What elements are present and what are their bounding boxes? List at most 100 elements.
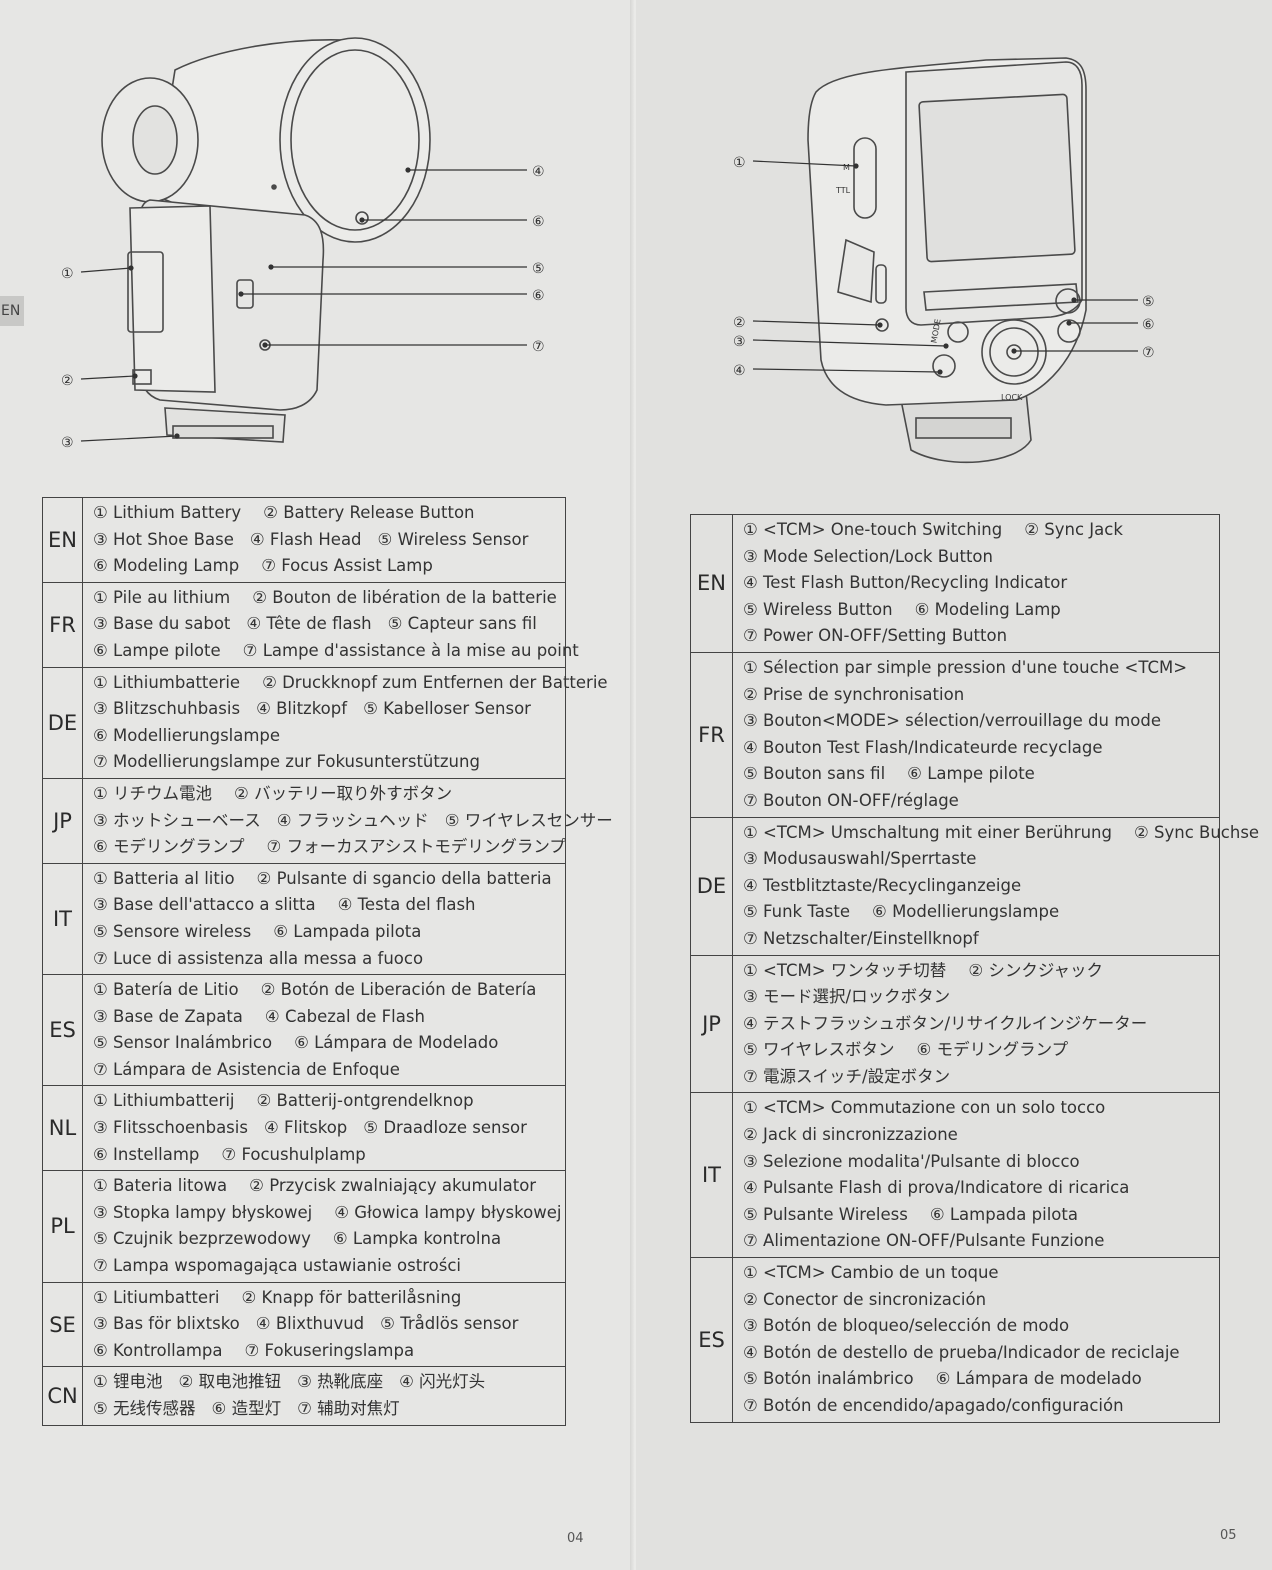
language-code: FR	[690, 651, 733, 818]
callout-5: ⑤	[532, 261, 545, 277]
part-item: ② Sync Buchse	[1133, 822, 1260, 842]
part-item: ① <TCM> Cambio de un toque	[743, 1263, 999, 1283]
part-item: ④ Cabezal de Flash	[264, 1006, 425, 1026]
part-item: ③ Modusauswahl/Sperrtaste	[743, 849, 977, 869]
page-number-right: 05	[1220, 1528, 1237, 1543]
part-item: ⑥ Lampada pilota	[273, 921, 422, 941]
part-line: ③ Stopka lampy błyskowej ④ Głowica lampy …	[93, 1200, 565, 1227]
part-item: ② Conector de sincronización	[743, 1289, 987, 1309]
language-code: ES	[690, 1257, 733, 1423]
part-item: ② Druckknopf zum Entfernen der Batterie	[262, 672, 608, 692]
part-line: ④ Test Flash Button/Recycling Indicator	[743, 570, 1219, 597]
part-item: ① <TCM> ワンタッチ切替	[743, 960, 947, 980]
callout-7: ⑦	[532, 339, 545, 355]
part-item: ⑥ Lampe pilote	[93, 640, 221, 660]
part-item: ⑦ 電源スイッチ/設定ボタン	[743, 1066, 951, 1086]
part-line: ⑦ Bouton ON-OFF/réglage	[743, 788, 1219, 815]
part-item: ① Lithium Battery	[93, 503, 242, 522]
part-item: ④ Blitzkopf	[256, 699, 348, 719]
part-item: ⑤ Sensore wireless	[93, 921, 252, 941]
part-item: ③ Base dell'attacco a slitta	[93, 895, 316, 915]
part-item: ⑥ Lampka kontrolna	[332, 1229, 502, 1249]
part-line: ② Jack di sincronizzazione	[743, 1122, 1219, 1149]
part-item: ① Lithiumbatterij	[93, 1091, 235, 1111]
part-item: ② Sync Jack	[1024, 520, 1123, 539]
part-item: ⑤ Bouton sans fil	[743, 764, 886, 784]
part-item: ③ Bas för blixtsko	[93, 1314, 240, 1334]
part-item: ① <TCM> One-touch Switching	[743, 520, 1003, 539]
part-item: ⑥ Modellierungslampe	[93, 725, 281, 745]
label-ttl: TTL	[835, 186, 851, 195]
callout-r7: ⑦	[1142, 345, 1155, 361]
part-item: ⑥ Instellamp	[93, 1144, 200, 1164]
part-item: ③ Stopka lampy błyskowej	[93, 1202, 313, 1222]
callout-4: ④	[532, 164, 545, 180]
label-lock: LOCK	[1001, 393, 1023, 402]
part-item: ⑥ Lámpara de Modelado	[294, 1033, 499, 1053]
part-item: ② 取电池推钮	[178, 1372, 282, 1392]
part-item: ③ Flitsschoenbasis	[93, 1118, 248, 1138]
page-number-left: 04	[567, 1531, 584, 1546]
part-item: ③ ホットシューベース	[93, 810, 261, 830]
language-code: SE	[42, 1281, 83, 1368]
part-line: ③ Bouton<MODE> sélection/verrouillage du…	[743, 708, 1219, 735]
part-item: ⑦ Botón de encendido/apagado/configuraci…	[743, 1396, 1124, 1415]
callout-r1: ①	[733, 155, 746, 171]
part-item: ⑤ Capteur sans fil	[387, 614, 537, 634]
part-item: ① Sélection par simple pression d'une to…	[743, 657, 1188, 677]
part-item: ② バッテリー取り外すボタン	[234, 783, 453, 803]
part-list: ① Lithiumbatterie ② Druckknopf zum Entfer…	[82, 666, 608, 779]
left-page: EN	[0, 37, 613, 1546]
part-item: ⑤ Trådlös sensor	[380, 1314, 519, 1334]
language-code: CN	[42, 1366, 83, 1426]
part-line: ⑦ 電源スイッチ/設定ボタン	[743, 1064, 1219, 1091]
part-item: ① Lithiumbatterie	[93, 672, 241, 692]
part-item: ① Batería de Litio	[93, 980, 239, 1000]
callout-r6: ⑥	[1142, 317, 1155, 333]
callout-6: ⑥	[532, 288, 545, 304]
part-item: ⑥ Kontrollampa	[93, 1340, 223, 1360]
flash-front-diagram: ① ② ③ ④ ⑥ ⑤ ⑥ ⑦	[61, 37, 545, 451]
part-item: ③ Blitzschuhbasis	[93, 699, 241, 719]
part-item: ⑦ Netzschalter/Einstellknopf	[743, 928, 979, 948]
part-item: ② Pulsante di sgancio della batteria	[256, 868, 552, 888]
part-line: ① <TCM> Cambio de un toque	[743, 1260, 1219, 1287]
part-line: ④ Bouton Test Flash/Indicateurde recycla…	[743, 735, 1219, 762]
callout-6-top: ⑥	[532, 214, 545, 230]
part-item: ③ Selezione modalita'/Pulsante di blocco	[743, 1151, 1080, 1171]
part-item: ③ Base de Zapata	[93, 1006, 243, 1026]
language-code: NL	[42, 1085, 83, 1172]
part-item: ④ Bouton Test Flash/Indicateurde recycla…	[743, 737, 1103, 757]
part-item: ④ Głowica lampy błyskowej	[334, 1202, 562, 1222]
part-item: ② Batterij-ontgrendelknop	[256, 1091, 474, 1111]
part-item: ① 锂电池	[93, 1372, 163, 1392]
part-item: ⑥ Lampada pilota	[929, 1204, 1078, 1224]
part-item: ③ Hot Shoe Base	[93, 529, 234, 549]
part-item: ⑥ Modeling Lamp	[914, 599, 1061, 619]
page-fold	[630, 0, 640, 1570]
part-item: ④ Flash Head	[249, 529, 362, 549]
